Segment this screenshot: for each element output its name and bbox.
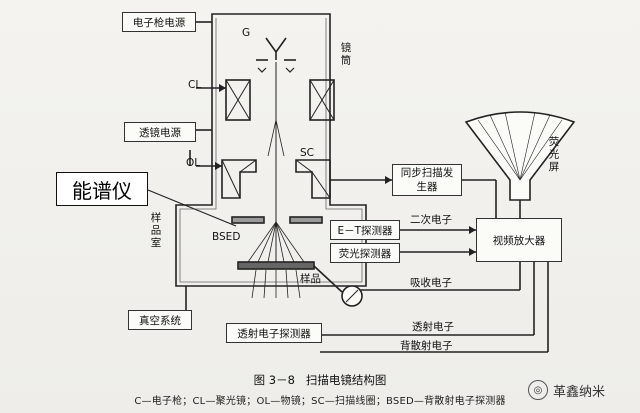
ol-lens-right	[295, 159, 331, 199]
gun-label: G	[242, 27, 251, 39]
absorbed-e-label: 吸收电子	[410, 277, 452, 289]
cl-label: CL	[188, 79, 202, 91]
sync-scan-box: 同步扫描发生器	[392, 164, 462, 196]
et-detector-box: E－T探测器	[330, 220, 400, 240]
gun-supply-box: 电子枪电源	[122, 12, 196, 32]
ol-lens-left	[221, 159, 257, 199]
figure-legend: C—电子枪；CL—聚光镜；OL—物镜；SC—扫描线圈；BSED—背散射电子探测器	[134, 396, 506, 407]
sample-label: 样品	[300, 273, 321, 285]
eds-label: 能谱仪	[56, 172, 148, 206]
vacuum-box: 真空系统	[128, 310, 192, 330]
backscattered-e-label: 背散射电子	[400, 340, 453, 352]
secondary-e-label: 二次电子	[410, 214, 452, 226]
cl-lens-left	[225, 79, 251, 121]
column-outline	[175, 13, 367, 287]
lens-supply-box: 透镜电源	[124, 122, 196, 142]
figure-caption: 图 3－8 扫描电镜结构图	[0, 372, 640, 388]
transmitted-e-label: 透射电子	[412, 321, 454, 333]
cl-lens-right	[309, 79, 335, 121]
bsed-label: BSED	[212, 231, 241, 243]
video-amp-box: 视频放大器	[476, 218, 562, 262]
wechat-icon: ◎	[528, 380, 548, 400]
caption-number: 图 3－8	[253, 373, 295, 387]
transmitted-detector-box: 透射电子探测器	[226, 323, 322, 343]
electron-gun	[265, 37, 287, 60]
screen-label: 荧光屏	[547, 136, 560, 174]
chamber-label: 样品室	[149, 212, 162, 250]
column-label: 镜筒	[339, 42, 352, 67]
sc-label: SC	[300, 147, 314, 159]
watermark: ◎ 革鑫纳米	[528, 380, 605, 400]
watermark-text: 革鑫纳米	[553, 384, 606, 400]
ol-label: OL	[186, 157, 201, 169]
fluor-detector-box: 荧光探测器	[330, 243, 400, 263]
crt-screen	[464, 111, 576, 201]
sample-stage	[237, 261, 315, 270]
caption-title: 扫描电镜结构图	[305, 373, 387, 387]
